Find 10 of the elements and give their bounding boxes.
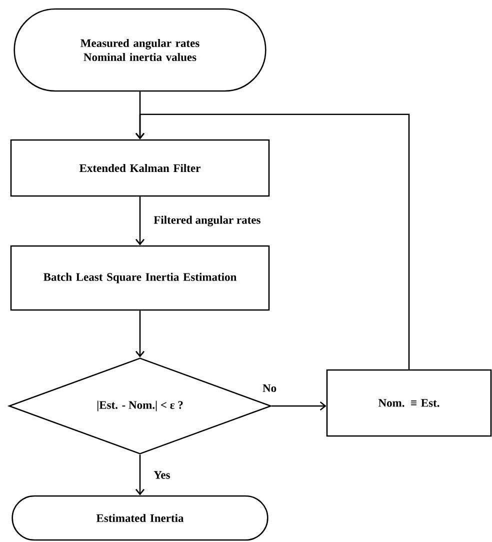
arrow: [135, 114, 410, 370]
process-box: Extended Kalman Filter: [10, 139, 270, 197]
arrow: [272, 402, 326, 410]
arrow: [135, 196, 144, 246]
process-box: Batch Least Square Inertia Estimation: [10, 245, 270, 311]
arrow: [135, 454, 144, 496]
edge-label: Filtered angular rates: [152, 214, 262, 228]
arrow: [135, 310, 144, 358]
process-box: Nom. ≡ Est.: [326, 369, 492, 437]
edge-label: Yes: [152, 470, 172, 480]
